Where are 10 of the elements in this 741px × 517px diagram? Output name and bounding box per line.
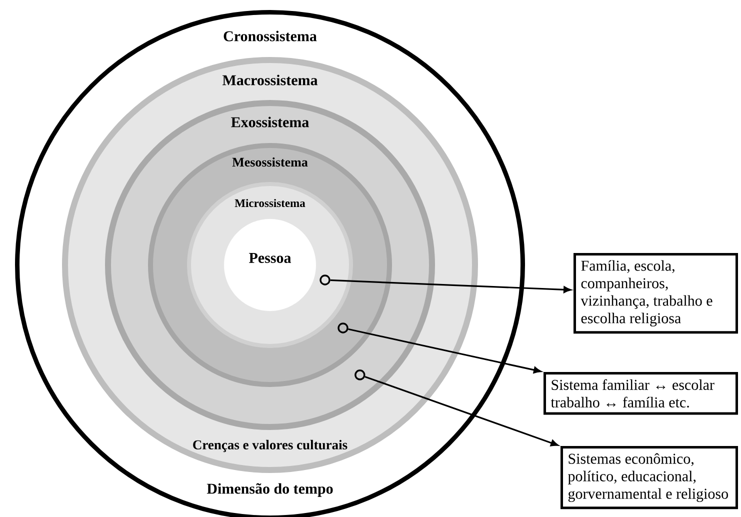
- marker-circle: [320, 274, 330, 286]
- marker-circle: [354, 370, 366, 380]
- marker-circle: [338, 322, 348, 334]
- ring: Pessoa: [224, 219, 316, 311]
- arrow: [348, 328, 542, 374]
- text-box: Sistemas econômico, político, educacional, gorvernamental e religioso: [560, 446, 738, 510]
- arrow: [364, 376, 558, 446]
- arrow: [330, 279, 572, 293]
- text-box: Sistema familiar ↔ escolar trabalho ↔ família etc.: [544, 372, 738, 415]
- text-box: Família, escola, companheiros, vizinhança, trabalho e escolha religiosa: [574, 253, 738, 334]
